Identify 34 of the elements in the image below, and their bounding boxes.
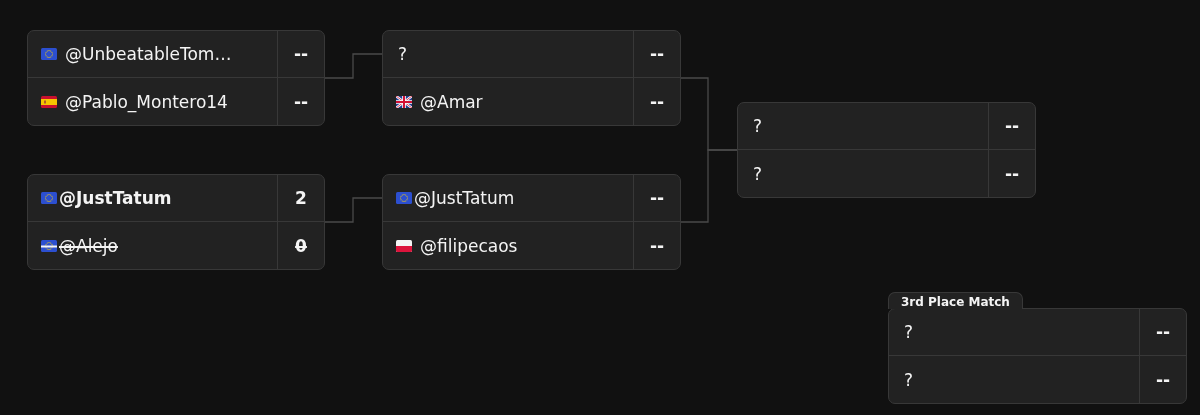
player-name: @Pablo_Montero14 xyxy=(65,91,228,112)
player-name: ? xyxy=(753,116,763,136)
score: -- xyxy=(633,222,680,269)
score: -- xyxy=(277,31,324,78)
player-name: @JustTatum xyxy=(414,188,515,208)
player-name: @JustTatum xyxy=(59,188,172,208)
score: -- xyxy=(988,103,1035,150)
player-name: ? xyxy=(904,322,914,342)
bracket-connector xyxy=(324,197,383,223)
player-name: ? xyxy=(398,44,408,64)
score: -- xyxy=(277,78,324,125)
score: -- xyxy=(633,78,680,125)
score: -- xyxy=(633,175,680,222)
score: -- xyxy=(1139,356,1186,403)
player-name: @Amar xyxy=(420,91,483,112)
match-card xyxy=(888,292,1187,404)
match-title-tab: 3rd Place Match xyxy=(888,292,1023,309)
match-card xyxy=(27,30,325,126)
player-name: ? xyxy=(753,163,763,184)
match-card xyxy=(737,102,1036,198)
player-name: ? xyxy=(904,369,914,390)
score: -- xyxy=(988,150,1035,197)
score: 2 xyxy=(277,175,324,222)
match-card xyxy=(382,30,681,126)
player-name: @UnbeatableTom… xyxy=(65,44,232,64)
score: 0 xyxy=(277,222,324,269)
match-card xyxy=(382,174,681,270)
player-name: @filipecaos xyxy=(420,235,518,256)
match-card xyxy=(27,174,325,270)
bracket-connector xyxy=(680,149,738,223)
score: -- xyxy=(633,31,680,78)
bracket-connector xyxy=(324,53,383,79)
score: -- xyxy=(1139,309,1186,356)
player-name: @Alejo xyxy=(59,235,118,256)
